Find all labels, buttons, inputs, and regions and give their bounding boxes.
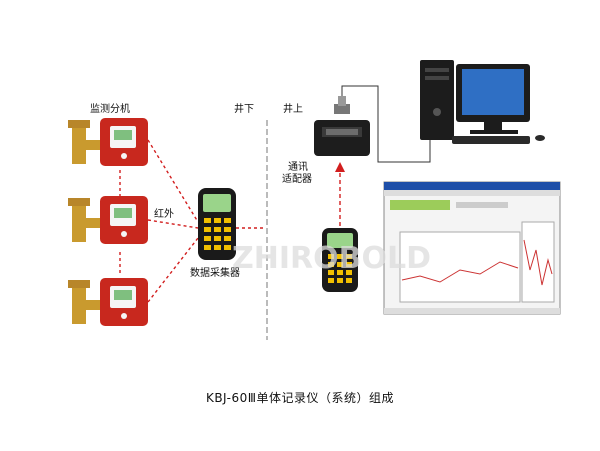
surface-label: 井上	[283, 104, 303, 115]
watermark-text: ZHIROBOLD	[232, 241, 431, 276]
sub-device-label: 监测分机	[90, 104, 130, 115]
handheld-collector-surface-icon	[322, 228, 358, 292]
diagram-caption: KBJ-60Ⅲ单体记录仪（系统）组成	[205, 391, 395, 405]
underground-label: 井下	[234, 104, 254, 115]
infrared-label: 红外	[154, 209, 174, 220]
collector-label: 数据采集器	[190, 268, 240, 279]
adapter-icon	[314, 96, 370, 156]
sub-device-3	[68, 278, 148, 326]
adapter-label-line1: 通讯	[288, 162, 308, 173]
adapter-to-computer-cable	[341, 85, 431, 163]
sub-device-1	[68, 118, 148, 166]
handheld-collector-icon	[198, 188, 236, 260]
adapter-label-line2: 适配器	[282, 174, 312, 185]
software-screenshot-icon	[383, 181, 561, 315]
infrared-links	[119, 139, 266, 303]
arrow-up-icon	[335, 162, 345, 172]
computer-icon	[420, 60, 545, 144]
sub-device-2	[68, 196, 148, 244]
